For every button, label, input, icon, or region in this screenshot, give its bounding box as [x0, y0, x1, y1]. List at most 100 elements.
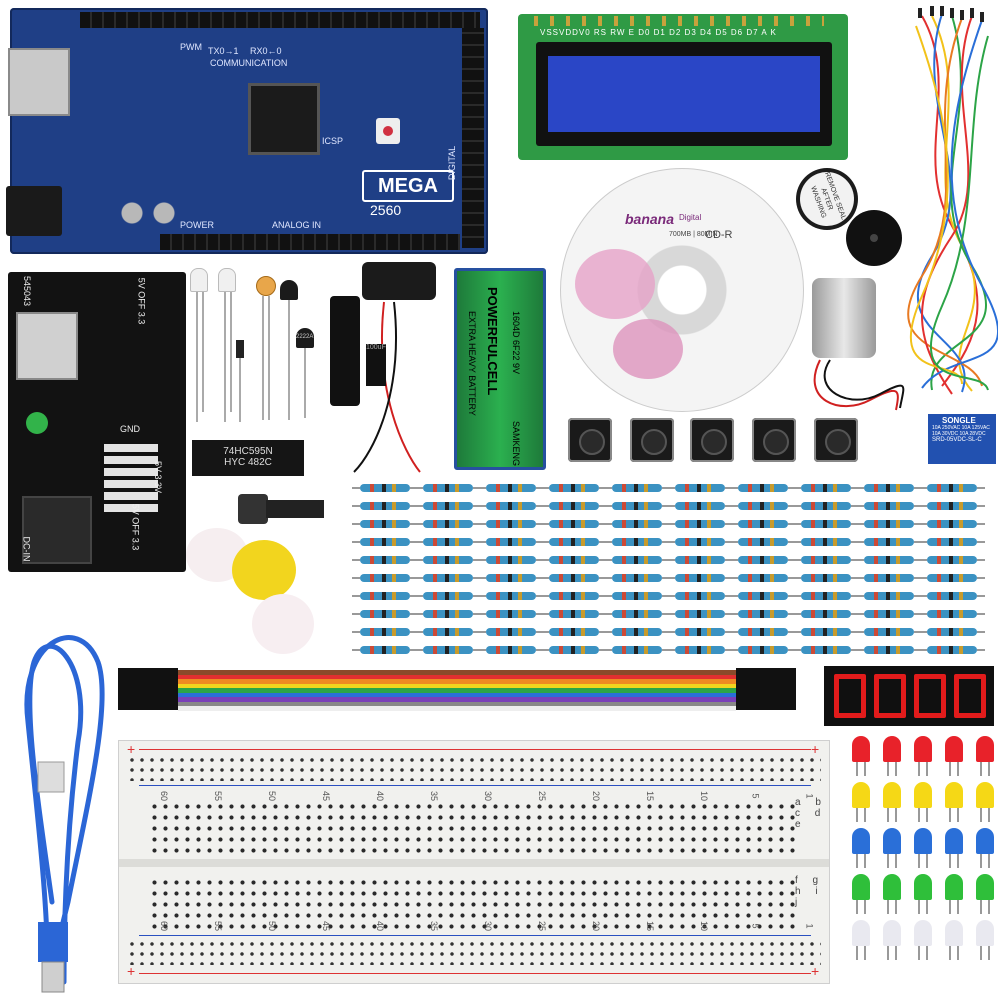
column-number: 1 — [804, 923, 815, 929]
lcd-pins — [534, 16, 824, 26]
column-number: 20 — [591, 920, 602, 932]
resistor — [667, 502, 733, 510]
capacitor-label: 100uF — [366, 344, 386, 351]
column-number: 15 — [645, 790, 656, 802]
resistor — [793, 538, 859, 546]
resistor — [415, 538, 481, 546]
label-tx0: TX0→1 — [208, 46, 239, 56]
led — [852, 828, 870, 868]
column-number: 1 — [804, 793, 815, 799]
digital-header-right — [462, 28, 484, 248]
pm-label-gnd: GND — [120, 424, 140, 434]
battery-spec: 1604D 6F22 9V — [511, 311, 521, 375]
resistor — [919, 592, 985, 600]
resistor — [415, 574, 481, 582]
resistor — [856, 538, 922, 546]
center-channel — [119, 859, 829, 867]
push-button — [630, 418, 674, 462]
resistor — [541, 484, 607, 492]
resistor — [856, 628, 922, 636]
led — [914, 874, 932, 914]
diode — [236, 340, 244, 358]
led — [914, 828, 932, 868]
lcd-pin-labels: VSSVDDV0 RS RW E D0 D1 D2 D3 D4 D5 D6 D7… — [540, 28, 777, 37]
potentiometer-shaft — [266, 500, 324, 518]
resistor — [919, 556, 985, 564]
rail-plus: + — [811, 741, 820, 757]
led-lead — [202, 292, 204, 412]
power-module-dc-jack — [22, 496, 92, 564]
cd-flower-print — [613, 319, 683, 379]
resistor — [604, 628, 670, 636]
rail-plus: + — [127, 741, 136, 757]
column-number: 35 — [429, 790, 440, 802]
column-number: 45 — [321, 790, 332, 802]
resistor — [730, 556, 796, 564]
resistor — [478, 646, 544, 654]
resistor — [604, 574, 670, 582]
white-led — [218, 268, 236, 292]
resistor — [415, 484, 481, 492]
resistor — [730, 484, 796, 492]
resistor — [415, 628, 481, 636]
column-number: 15 — [645, 920, 656, 932]
resistor — [919, 610, 985, 618]
power-rail-top — [127, 755, 821, 781]
led — [976, 782, 994, 822]
relay-module: SONGLE 10A 250VAC 10A 125VAC 10A 30VDC 1… — [928, 414, 996, 464]
arduino-mega-board: MEGA 2560 COMMUNICATION POWER ANALOG IN … — [6, 8, 488, 254]
resistor — [667, 520, 733, 528]
column-number: 50 — [267, 920, 278, 932]
led — [976, 828, 994, 868]
rail-line-blue — [139, 935, 811, 936]
diode-lead — [239, 358, 241, 422]
photoresistor — [256, 276, 276, 296]
resistor — [919, 484, 985, 492]
column-number: 45 — [321, 920, 332, 932]
fan-blade — [252, 594, 314, 654]
column-number: 35 — [429, 920, 440, 932]
resistor — [352, 610, 418, 618]
battery-brand: POWERFULCELL — [485, 287, 500, 396]
resistor — [919, 646, 985, 654]
resistor — [793, 556, 859, 564]
column-number: 25 — [537, 790, 548, 802]
label-communication: COMMUNICATION — [210, 58, 288, 68]
transistor — [296, 328, 314, 348]
dc-barrel-plug — [330, 296, 360, 406]
column-number: 40 — [375, 790, 386, 802]
pm-label-dc: DC-IN — [21, 536, 32, 562]
seven-seg-digit — [874, 674, 906, 718]
usb-b-port — [8, 48, 70, 116]
mega-logo: MEGA — [362, 170, 454, 202]
resistor — [352, 556, 418, 564]
resistor — [793, 574, 859, 582]
motor-wires — [813, 359, 905, 411]
thermistor-lead — [288, 300, 290, 420]
resistor — [730, 520, 796, 528]
battery-type: EXTRA HEAVY BATTERY — [467, 311, 477, 416]
active-buzzer — [846, 210, 902, 266]
resistor — [478, 502, 544, 510]
column-number: 55 — [213, 920, 224, 932]
digital-header-top — [80, 12, 480, 28]
resistor — [352, 628, 418, 636]
resistor — [730, 592, 796, 600]
resistor — [667, 592, 733, 600]
fan-hub — [232, 540, 296, 600]
label-rx0: RX0←0 — [250, 46, 282, 56]
resistor — [478, 556, 544, 564]
passive-buzzer: REMOVE SEAL AFTER WASHING — [792, 164, 862, 234]
led — [852, 874, 870, 914]
resistor — [667, 538, 733, 546]
led — [945, 874, 963, 914]
resistor — [856, 556, 922, 564]
column-number: 30 — [483, 920, 494, 932]
column-number: 20 — [591, 790, 602, 802]
resistor — [793, 610, 859, 618]
resistor — [919, 628, 985, 636]
resistor — [478, 520, 544, 528]
resistor — [856, 520, 922, 528]
power-led — [26, 412, 48, 434]
atmega-chip — [248, 83, 320, 155]
